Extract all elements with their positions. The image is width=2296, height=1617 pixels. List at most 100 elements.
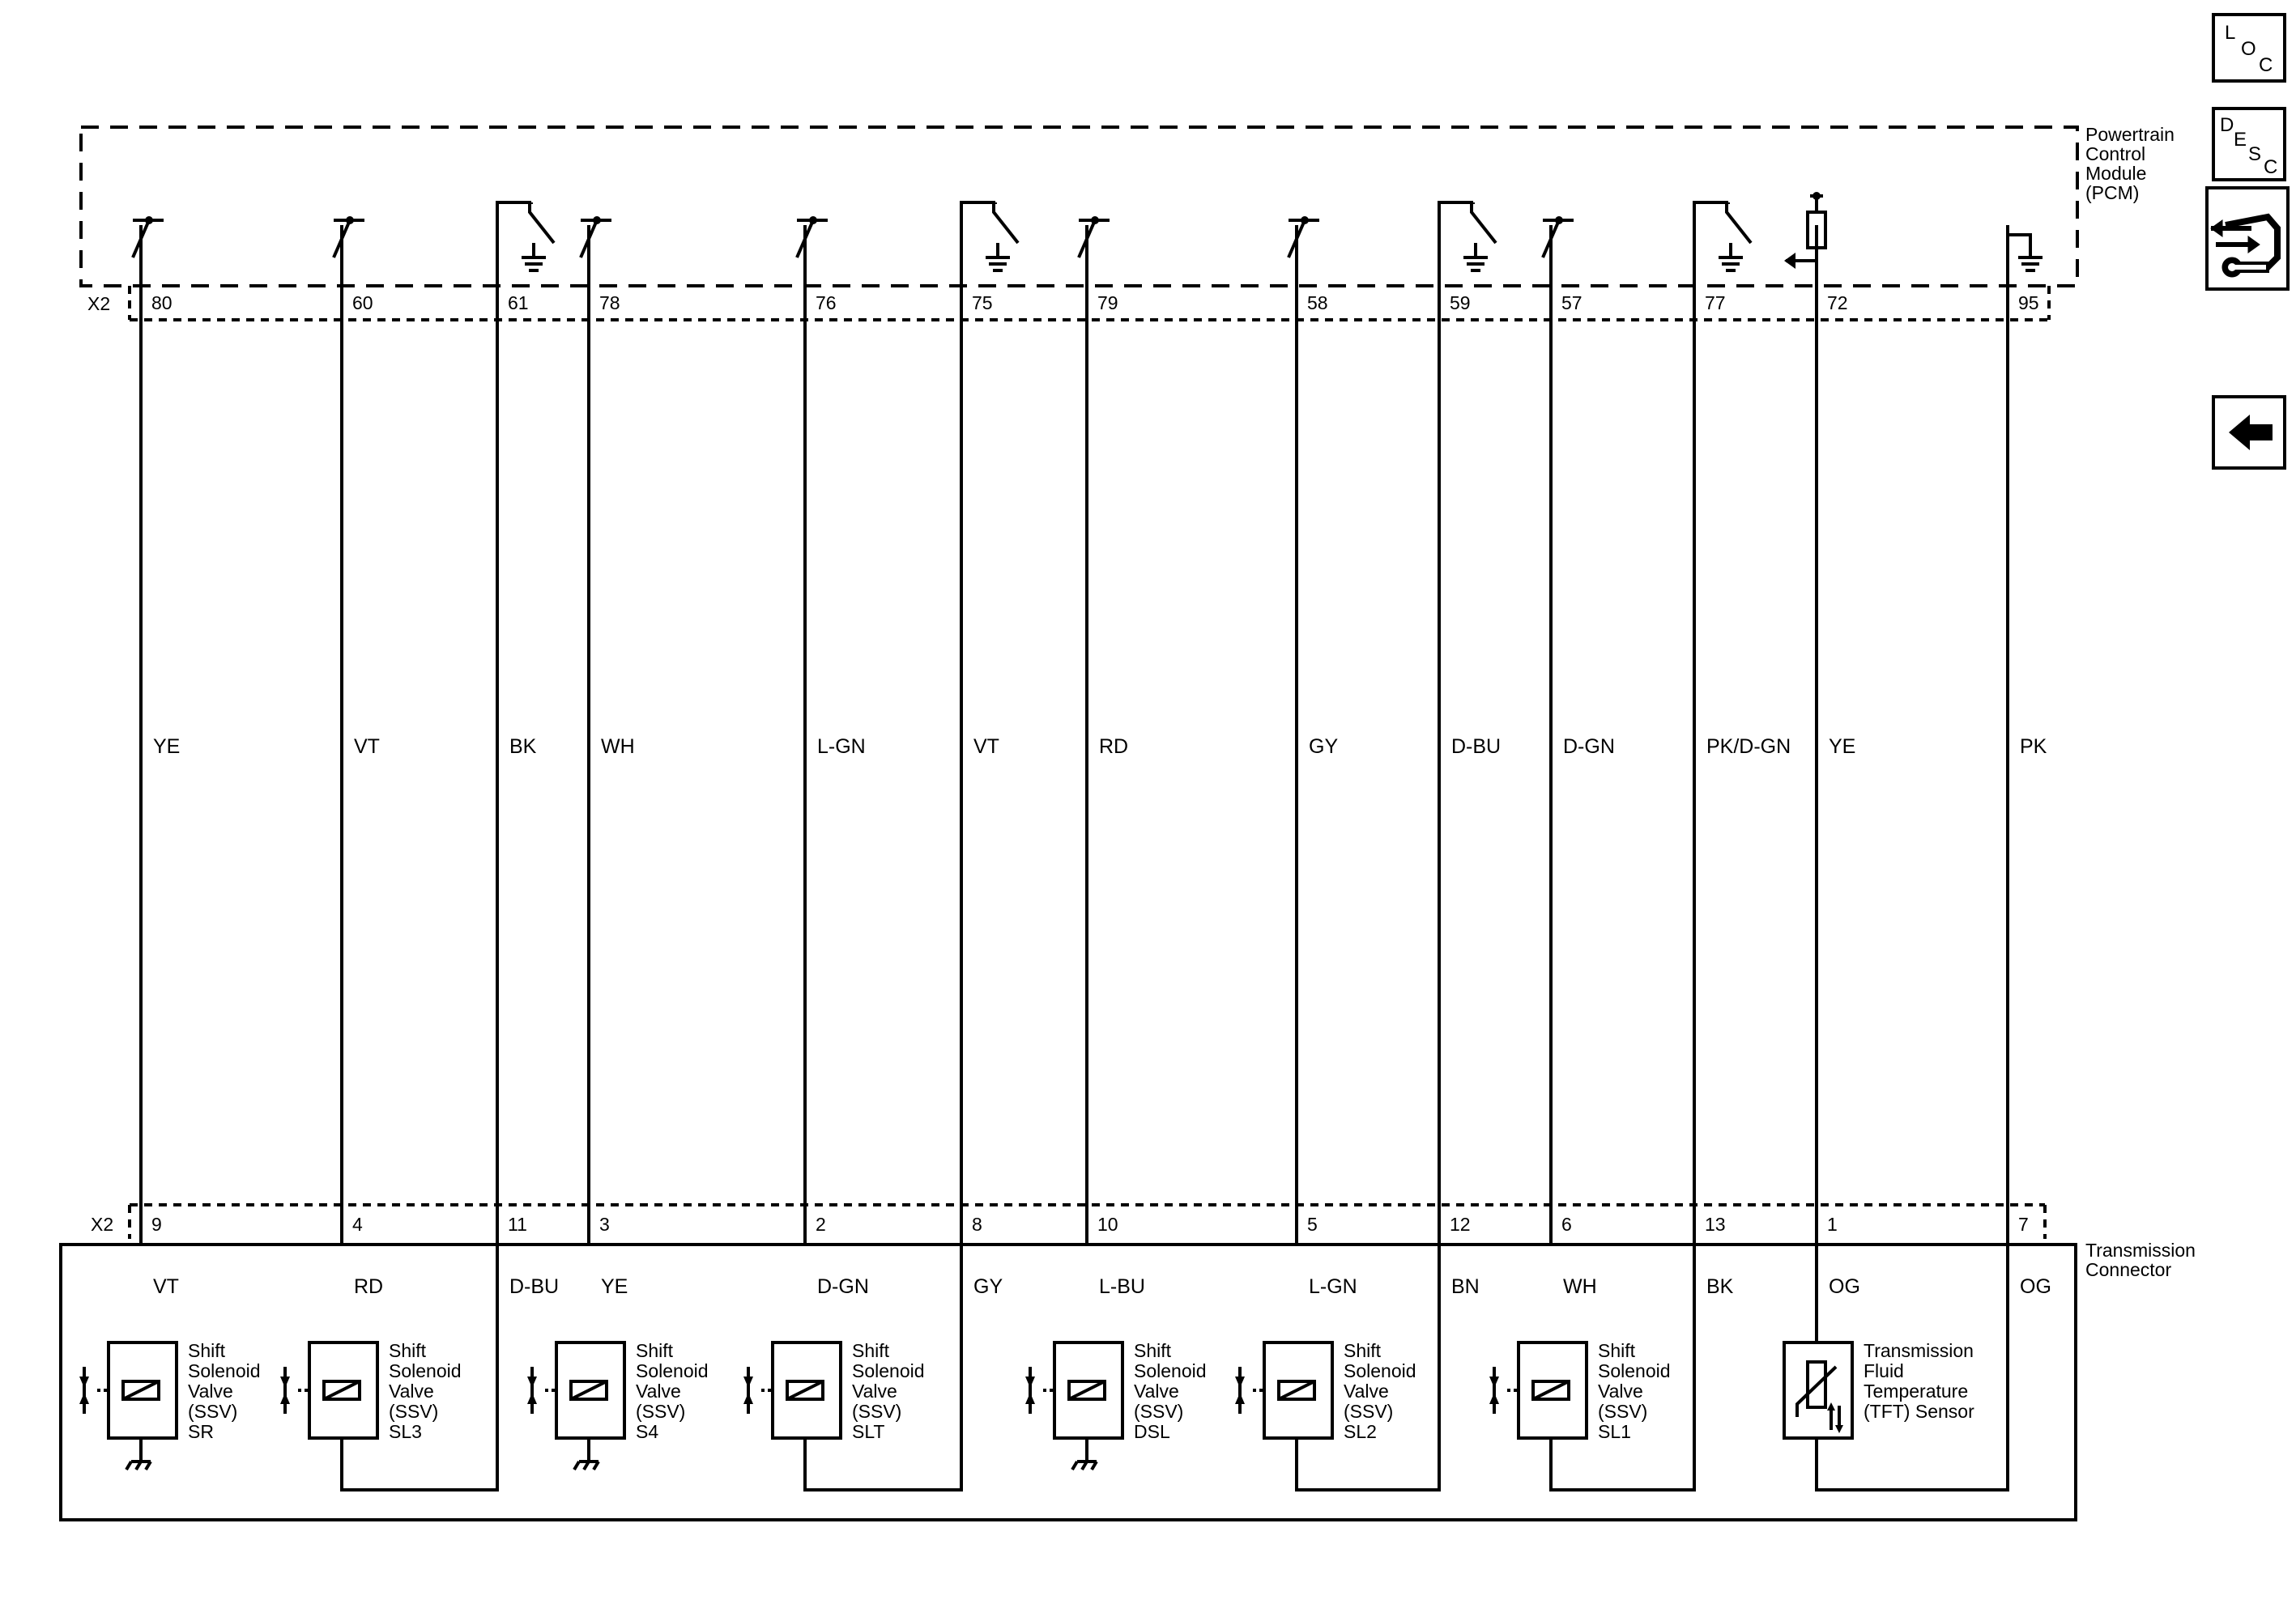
desc-letter-c: C (2264, 156, 2277, 178)
pcm-side-wire-color: VT (354, 735, 380, 758)
solenoid-coil-slash (1532, 1380, 1570, 1401)
transmission-pin-label: 4 (352, 1214, 363, 1235)
solenoid-label-line: (SSV) (1344, 1401, 1393, 1422)
transmission-pin-label: 12 (1450, 1214, 1471, 1235)
solenoid-label-line: (SSV) (852, 1401, 901, 1422)
solenoid-coil (569, 1380, 608, 1401)
pcm-switch-blade (1541, 219, 1561, 258)
solenoid-label-line: Shift (636, 1340, 674, 1361)
solenoid-coil (1067, 1380, 1106, 1401)
transmission-pin-label: 1 (1827, 1214, 1838, 1235)
connector-service-button[interactable] (2205, 186, 2290, 291)
pcm-pin-label: 72 (1827, 292, 1848, 313)
solenoid-label-line: Solenoid (852, 1360, 925, 1381)
pcm-pin-label: 59 (1450, 292, 1471, 313)
transmission-side-wire-color: YE (601, 1275, 628, 1298)
tft-label-line: (TFT) Sensor (1864, 1401, 1974, 1422)
pcm-side-wire-color: BK (509, 735, 537, 758)
transmission-connector-label-line: Connector (2085, 1259, 2171, 1280)
transmission-side-wire-color: OG (1829, 1275, 1860, 1298)
solenoid-label-line: DSL (1134, 1421, 1170, 1442)
solenoid-return-path (803, 1245, 963, 1491)
pcm-switch-blade (579, 219, 598, 258)
transmission-pin-label: 11 (508, 1214, 527, 1235)
solenoid-coil (322, 1380, 361, 1401)
pcm-side-wire-color: YE (1829, 735, 1855, 758)
solenoid-label-line: Solenoid (1134, 1360, 1207, 1381)
pcm-pin-label: 57 (1561, 292, 1582, 313)
pcm-side-wire-color: VT (973, 735, 999, 758)
pcm-pin-label: 58 (1307, 292, 1328, 313)
pcm-pin-label: 95 (2018, 292, 2039, 313)
tft-sensor-body (1783, 1341, 1854, 1440)
transmission-connector-x2-label: X2 (91, 1214, 113, 1235)
tft-label-line: Transmission (1864, 1340, 1974, 1361)
back-button[interactable] (2212, 395, 2286, 470)
solenoid-body (1517, 1341, 1588, 1440)
transmission-side-wire-color: L-GN (1309, 1275, 1357, 1298)
pcm-pin-label: 77 (1705, 292, 1726, 313)
transmission-pin-label: 3 (599, 1214, 610, 1235)
solenoid-label-line: SLT (852, 1421, 884, 1442)
transmission-pin-label: 10 (1097, 1214, 1118, 1235)
solenoid-coil-slash (323, 1380, 360, 1401)
pcm-ground-switch (961, 201, 1020, 245)
transmission-side-wire-color: D-GN (817, 1275, 869, 1298)
solenoid-coil-slash (786, 1380, 824, 1401)
pcm-switch-blade (1287, 219, 1306, 258)
solenoid-label-line: Solenoid (636, 1360, 709, 1381)
signal-arrow (1784, 253, 1795, 269)
solenoid-label-line: Shift (1344, 1340, 1382, 1361)
solenoid-coil (1531, 1380, 1570, 1401)
desc-button[interactable]: D E S C (2212, 107, 2286, 181)
solenoid-return-path (1549, 1245, 1696, 1491)
solenoid-label-line: SL3 (389, 1421, 422, 1442)
solenoid-label-line: Solenoid (389, 1360, 462, 1381)
tft-up-arrow (1827, 1402, 1835, 1411)
solenoid-label-line: (SSV) (1598, 1401, 1647, 1422)
solenoid-label-line: SL1 (1598, 1421, 1631, 1442)
solenoid-label-line: Shift (188, 1340, 226, 1361)
tft-down-arrow (1835, 1425, 1843, 1433)
thermistor (1806, 1360, 1827, 1409)
solenoid-label-line: Valve (852, 1381, 897, 1402)
solenoid-label-line: Shift (1598, 1340, 1636, 1361)
loc-button[interactable]: L O C (2212, 13, 2286, 83)
solenoid-label-line: Shift (1134, 1340, 1172, 1361)
pcm-pin-label: 80 (151, 292, 173, 313)
chassis-ground-hatch (1071, 1460, 1098, 1471)
pcm-side-wire-color: L-GN (817, 735, 866, 758)
solenoid-label-line: S4 (636, 1421, 658, 1442)
transmission-side-wire-color: BN (1451, 1275, 1480, 1298)
solenoid-label-line: SL2 (1344, 1421, 1377, 1442)
chassis-ground-hatch (125, 1460, 152, 1471)
transmission-side-wire-color: WH (1563, 1275, 1597, 1298)
solenoid-coil (121, 1380, 160, 1401)
desc-letter-s: S (2248, 143, 2261, 165)
pcm-label-line: Module (2085, 163, 2146, 184)
transmission-connector-label-line: Transmission (2085, 1240, 2196, 1261)
thermistor-slash (1795, 1365, 1838, 1417)
pcm-side-wire-color: PK (2020, 735, 2047, 758)
transmission-side-wire-color: OG (2020, 1275, 2051, 1298)
pcm-switch-blade (131, 219, 151, 258)
pcm-pin-label: 75 (972, 292, 993, 313)
tft-label-line: Temperature (1864, 1381, 1968, 1402)
solenoid-label-line: (SSV) (636, 1401, 685, 1422)
pcm-ground-switch (1694, 201, 1753, 245)
solenoid-coil (1277, 1380, 1316, 1401)
transmission-side-wire-color: GY (973, 1275, 1003, 1298)
pcm-switch-blade (332, 219, 351, 258)
solenoid-label-line: Solenoid (188, 1360, 261, 1381)
solenoid-return-path (340, 1245, 499, 1491)
solenoid-label-line: Solenoid (1598, 1360, 1671, 1381)
solenoid-label-line: Valve (1598, 1381, 1643, 1402)
connector-tool-icon (2210, 213, 2281, 278)
transmission-pin-label: 8 (972, 1214, 982, 1235)
solenoid-label-line: Valve (1134, 1381, 1179, 1402)
solenoid-coil-slash (1278, 1380, 1315, 1401)
transmission-pin-label: 5 (1307, 1214, 1318, 1235)
transmission-pin-label: 2 (816, 1214, 826, 1235)
tft-return-path (1815, 1245, 2009, 1491)
transmission-connector-outline (59, 1243, 2077, 1521)
